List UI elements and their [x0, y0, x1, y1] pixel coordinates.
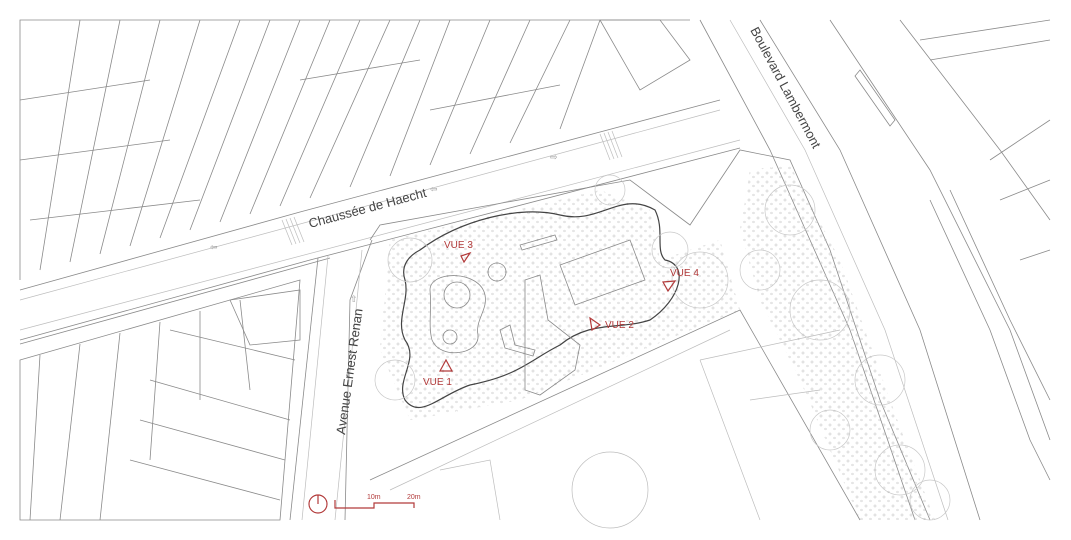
viewpoint-vue-4: VUE 4 — [662, 268, 699, 293]
viewpoint-vue-1: VUE 1 — [423, 358, 454, 388]
viewpoint-vue-2: VUE 2 — [589, 316, 634, 331]
tree-planting-park — [380, 190, 740, 420]
camera-cone-icon — [438, 358, 454, 372]
svg-text:VUE 4: VUE 4 — [670, 268, 699, 279]
sports-court — [559, 239, 646, 306]
structure — [524, 274, 581, 396]
viewpoint-vue-3: VUE 3 — [444, 240, 473, 264]
camera-cone-icon — [460, 251, 472, 264]
traffic-arrow-icons: ⇦ ⇦ ⇨ ⇧ — [210, 152, 558, 304]
svg-text:⇦: ⇦ — [430, 184, 438, 194]
crosswalk — [281, 130, 623, 246]
pond — [429, 275, 486, 354]
trees — [374, 174, 951, 521]
playground-outline — [400, 203, 680, 409]
svg-text:⇨: ⇨ — [550, 152, 558, 162]
building-blocks-southwest — [19, 279, 301, 521]
svg-text:10m: 10m — [367, 494, 381, 501]
scale-bar: 10m 20m — [334, 494, 421, 509]
building-blocks-north — [19, 19, 691, 280]
camera-cone-icon — [662, 280, 677, 293]
park-area — [369, 149, 951, 529]
svg-text:⇧: ⇧ — [350, 294, 358, 304]
svg-text:VUE 3: VUE 3 — [444, 240, 473, 251]
svg-text:VUE 2: VUE 2 — [605, 320, 634, 331]
tree-planting-east — [740, 165, 935, 520]
svg-text:20m: 20m — [407, 494, 421, 501]
svg-text:⇦: ⇦ — [210, 242, 218, 252]
svg-text:VUE 1: VUE 1 — [423, 377, 452, 388]
north-arrow-icon — [308, 494, 328, 514]
sports-field-center-circle — [571, 451, 649, 529]
camera-cone-icon — [589, 316, 602, 331]
